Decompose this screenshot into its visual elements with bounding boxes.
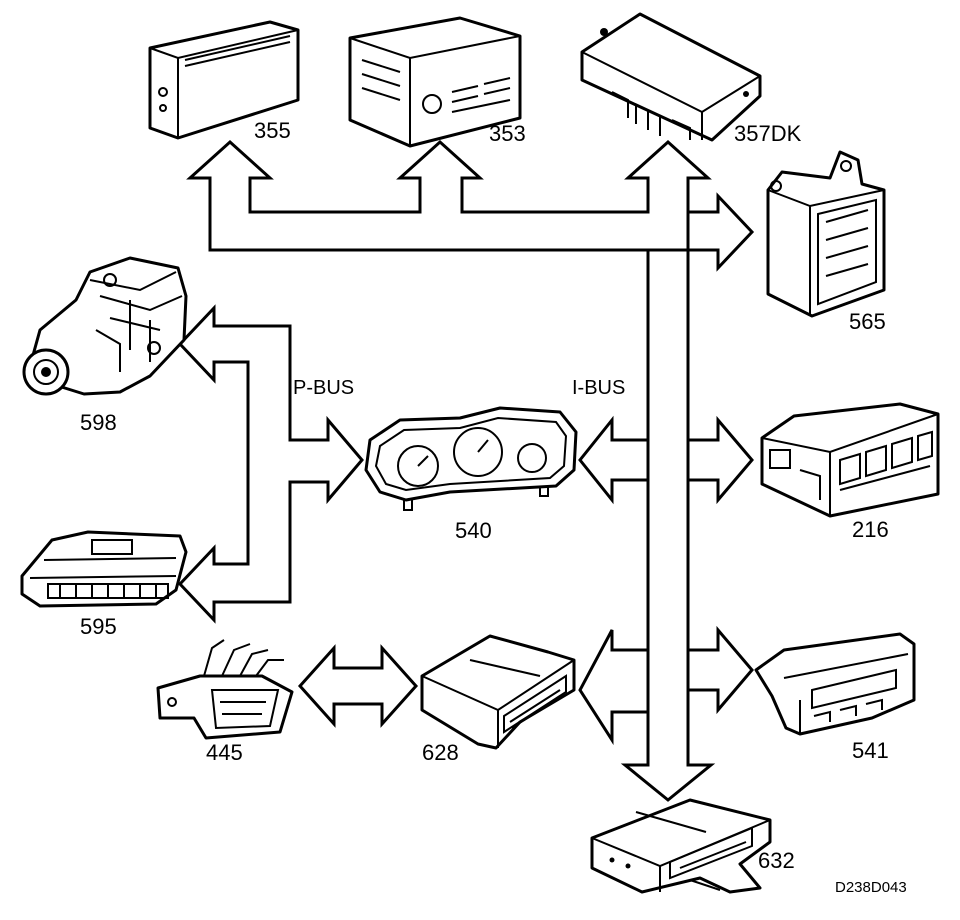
label-module-216: 216 [852,517,889,542]
i-bus-top-branch [186,139,712,252]
p-bus-frame [177,304,364,624]
module-541-drawing [754,632,916,736]
module-355-drawing [148,20,300,140]
label-module-565: 565 [849,309,886,334]
label-module-628: 628 [422,740,459,765]
module-353-drawing [348,16,522,148]
i-bus-arrow-565 [686,192,755,272]
label-module-353: 353 [489,121,526,146]
module-595-drawing [20,530,188,608]
label-module-632: 632 [758,848,795,873]
module-357dk-drawing [580,12,762,142]
p-bus-arrows [177,304,364,624]
module-598-drawing [22,256,188,396]
i-bus-arrow-628 [578,629,650,746]
i-bus-arrow-216 [686,415,754,505]
module-565-drawing [766,150,886,318]
module-540-drawing [364,406,578,511]
label-module-355: 355 [254,118,291,143]
label-p-bus: P-BUS [293,377,355,399]
figure-reference-code: D238D043 [835,879,907,896]
label-module-541: 541 [852,738,889,763]
i-bus-arrow-541 [686,625,754,715]
module-632-drawing [590,798,772,894]
module-445-drawing [156,639,294,740]
i-bus-rail [620,248,716,802]
module-628-drawing [420,634,576,750]
label-i-bus: I-BUS [572,377,626,399]
module-216-drawing [760,402,940,518]
label-module-357dk: 357DK [734,121,802,146]
i-bus-arrow-540 [578,415,650,505]
i-bus-arrows [186,139,755,802]
diag-connector-arrow [297,644,419,728]
label-module-598: 598 [80,410,117,435]
label-module-540: 540 [455,518,492,543]
label-module-445: 445 [206,740,243,765]
label-module-595: 595 [80,614,117,639]
